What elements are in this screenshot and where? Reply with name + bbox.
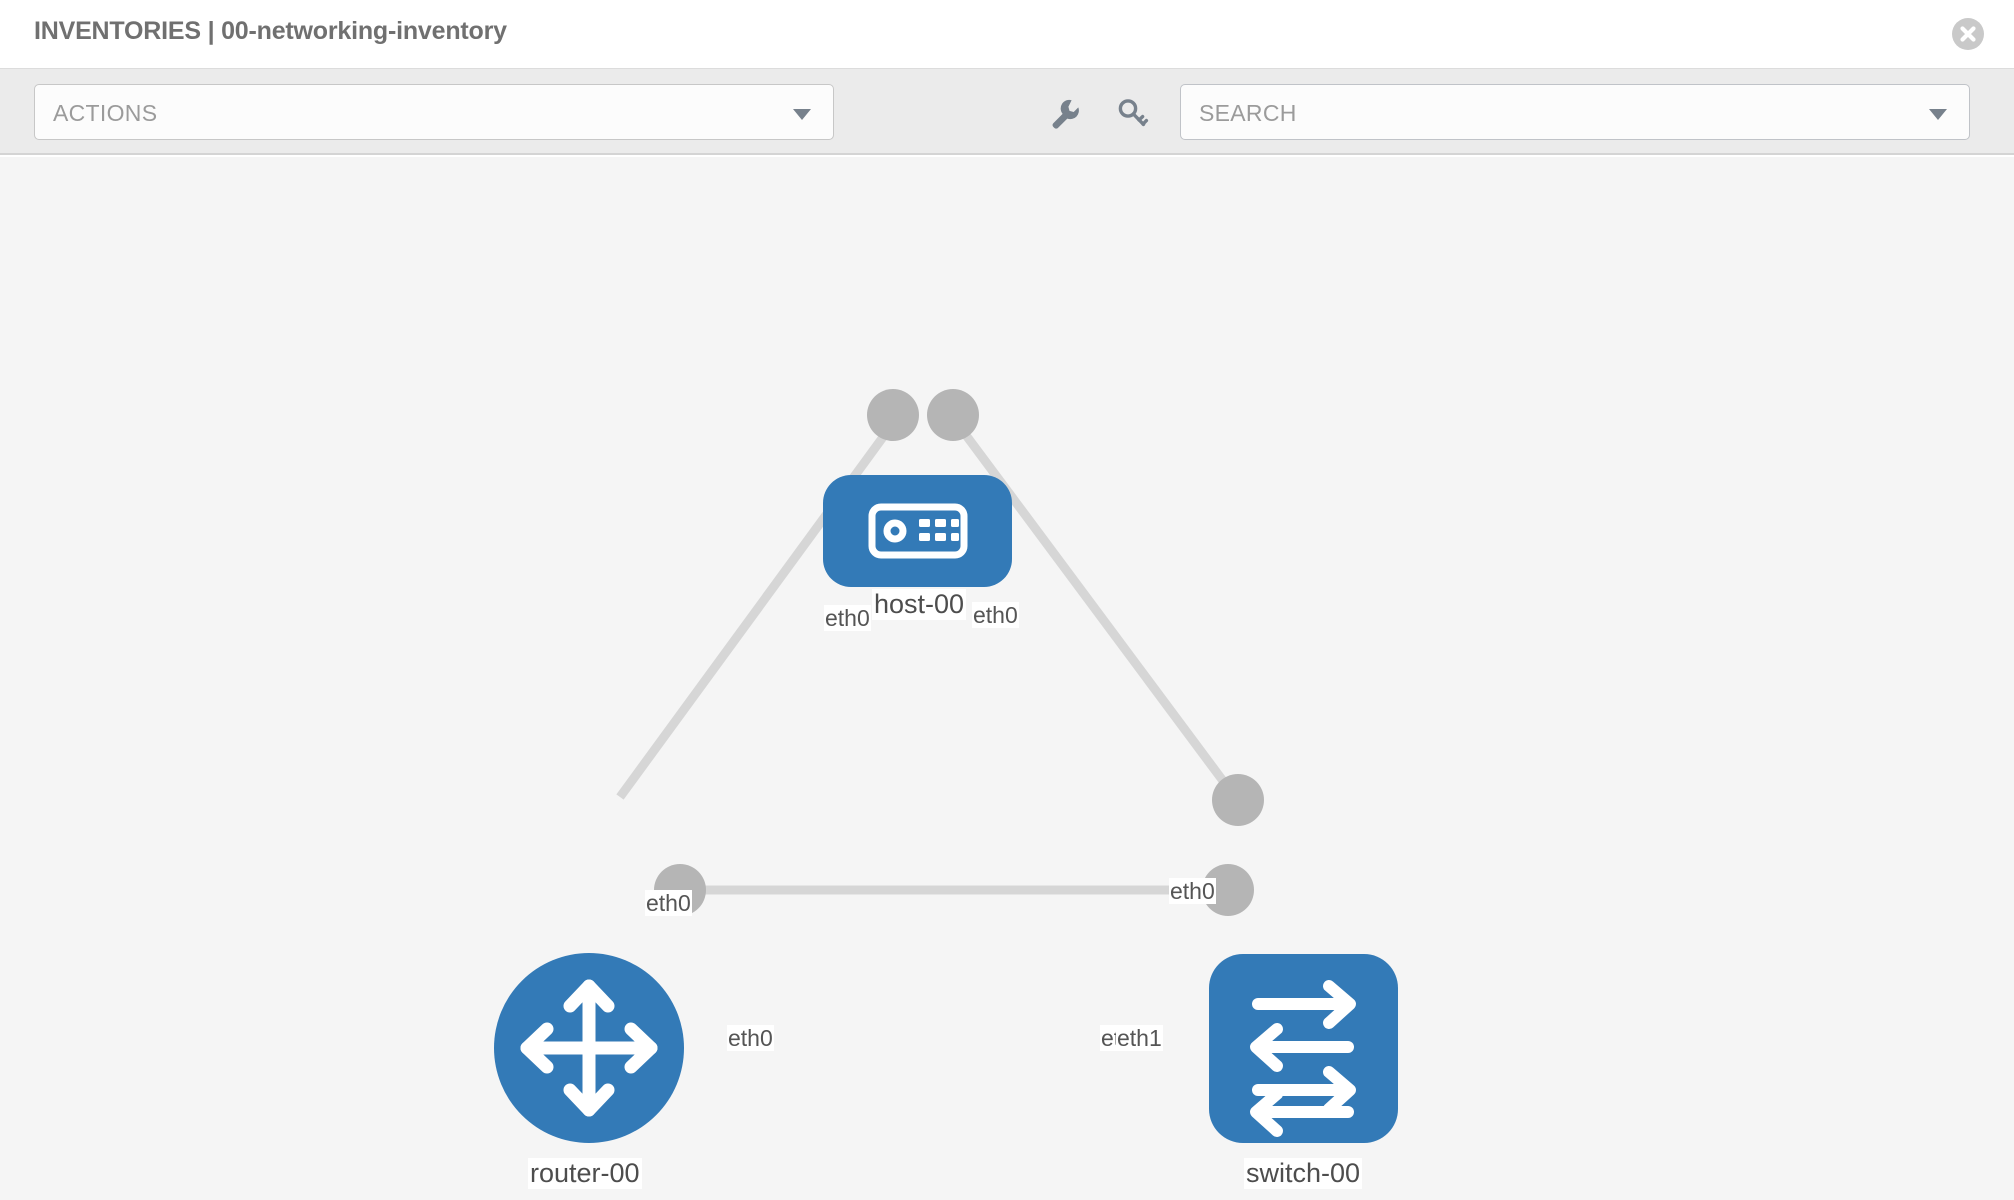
key-icon[interactable] (1114, 95, 1150, 131)
toolbar: ACTIONS SEARCH (0, 68, 2014, 155)
edge-label-host-right: eth0 (972, 602, 1019, 629)
router-arrows-icon (520, 979, 658, 1117)
search-placeholder: SEARCH (1199, 100, 1297, 126)
search-input[interactable]: SEARCH (1180, 84, 1970, 140)
node-label-switch-00: switch-00 (1244, 1158, 1363, 1190)
chevron-down-icon (793, 109, 811, 120)
page-title: INVENTORIES | 00-networking-inventory (34, 17, 507, 45)
edge-host-router (616, 404, 909, 800)
node-switch-00[interactable] (1209, 954, 1398, 1143)
wrench-icon[interactable] (1046, 95, 1082, 131)
topology-canvas[interactable]: eth0 eth0 host-00 eth0 eth0 eth0 eth0 et… (0, 157, 2014, 1200)
node-host-00[interactable] (823, 475, 1012, 587)
page-header: INVENTORIES | 00-networking-inventory (0, 0, 2014, 68)
node-label-host-00: host-00 (872, 589, 967, 621)
edge-label-switch-left-front: eth1 (1116, 1025, 1163, 1052)
actions-dropdown[interactable]: ACTIONS (34, 84, 834, 140)
port-host-right (927, 389, 979, 441)
edge-label-router-right: eth0 (727, 1025, 774, 1052)
topology-graph (494, 389, 1398, 1143)
switch-arrow-4-head (1250, 1088, 1283, 1137)
close-icon[interactable] (1952, 18, 1984, 50)
port-switch-top-left (1212, 774, 1264, 826)
edge-host-switch (941, 404, 1239, 800)
actions-dropdown-label: ACTIONS (53, 100, 158, 126)
server-icon (868, 503, 968, 559)
node-label-router-00: router-00 (528, 1158, 642, 1190)
port-host-left (867, 389, 919, 441)
edge-label-router-upper: eth0 (645, 890, 692, 917)
chevron-down-icon[interactable] (1929, 109, 1947, 120)
edge-label-switch-upper: eth0 (1169, 878, 1216, 905)
node-router-00[interactable] (494, 953, 684, 1143)
edge-label-host-left: eth0 (824, 605, 871, 632)
